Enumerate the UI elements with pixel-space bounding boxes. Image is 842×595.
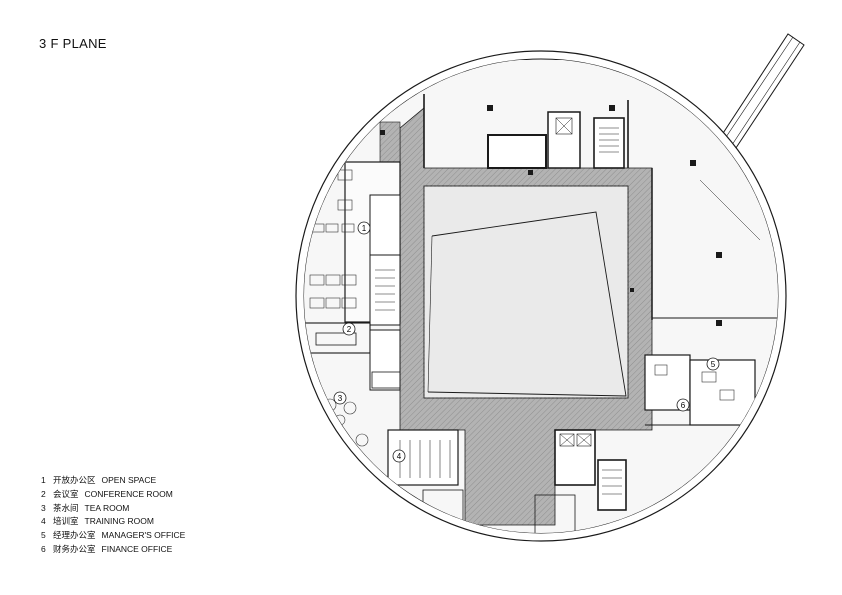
legend-item: 2 会议室 CONFERENCE ROOM: [41, 488, 185, 502]
svg-text:1: 1: [362, 224, 367, 233]
room-legend: 1 开放办公区 OPEN SPACE 2 会议室 CONFERENCE ROOM…: [41, 474, 185, 557]
svg-text:4: 4: [397, 452, 402, 461]
right-offices-zone: [644, 168, 778, 426]
legend-english-label: FINANCE OFFICE: [101, 543, 173, 554]
room-marker-2: 2: [342, 322, 356, 336]
room-marker-6: 6: [676, 398, 690, 412]
svg-text:2: 2: [347, 325, 352, 334]
svg-text:3: 3: [338, 394, 343, 403]
legend-item: 1 开放办公区 OPEN SPACE: [41, 474, 185, 488]
legend-chinese-label: 茶水间: [53, 502, 79, 513]
legend-number: 1: [41, 475, 46, 485]
legend-item: 5 经理办公室 MANAGER'S OFFICE: [41, 529, 185, 543]
legend-number: 2: [41, 488, 46, 499]
legend-chinese-label: 培训室: [53, 516, 79, 527]
room-marker-5: 5: [706, 357, 720, 371]
legend-number: 6: [41, 543, 46, 554]
tea-room-zone: [323, 329, 401, 447]
plan-title: 3 F PLANE: [39, 36, 107, 51]
structural-columns: [380, 105, 722, 326]
legend-chinese-label: 开放办公区: [53, 475, 96, 485]
legend-english-label: MANAGER'S OFFICE: [101, 530, 186, 541]
legend-number: 4: [41, 516, 46, 527]
legend-item: 3 茶水间 TEA ROOM: [41, 502, 185, 516]
room-marker-4: 4: [392, 449, 406, 463]
legend-number: 5: [41, 530, 46, 541]
legend-english-label: TRAINING ROOM: [84, 516, 154, 527]
legend-item: 4 培训室 TRAINING ROOM: [41, 515, 185, 529]
legend-chinese-label: 财务办公室: [53, 543, 96, 554]
legend-chinese-label: 经理办公室: [53, 530, 96, 541]
legend-english-label: CONFERENCE ROOM: [84, 488, 173, 499]
legend-english-label: TEA ROOM: [84, 502, 130, 513]
legend-item: 6 财务办公室 FINANCE OFFICE: [41, 543, 185, 557]
room-marker-3: 3: [333, 391, 347, 405]
service-core-top: [423, 94, 629, 169]
room-marker-1: 1: [357, 221, 371, 235]
svg-text:6: 6: [681, 401, 686, 410]
svg-text:5: 5: [711, 360, 716, 369]
legend-number: 3: [41, 502, 46, 513]
service-core-bottom: [534, 429, 627, 533]
legend-chinese-label: 会议室: [53, 488, 79, 499]
legend-english-label: OPEN SPACE: [101, 475, 157, 485]
open-office-zone: [304, 161, 401, 354]
